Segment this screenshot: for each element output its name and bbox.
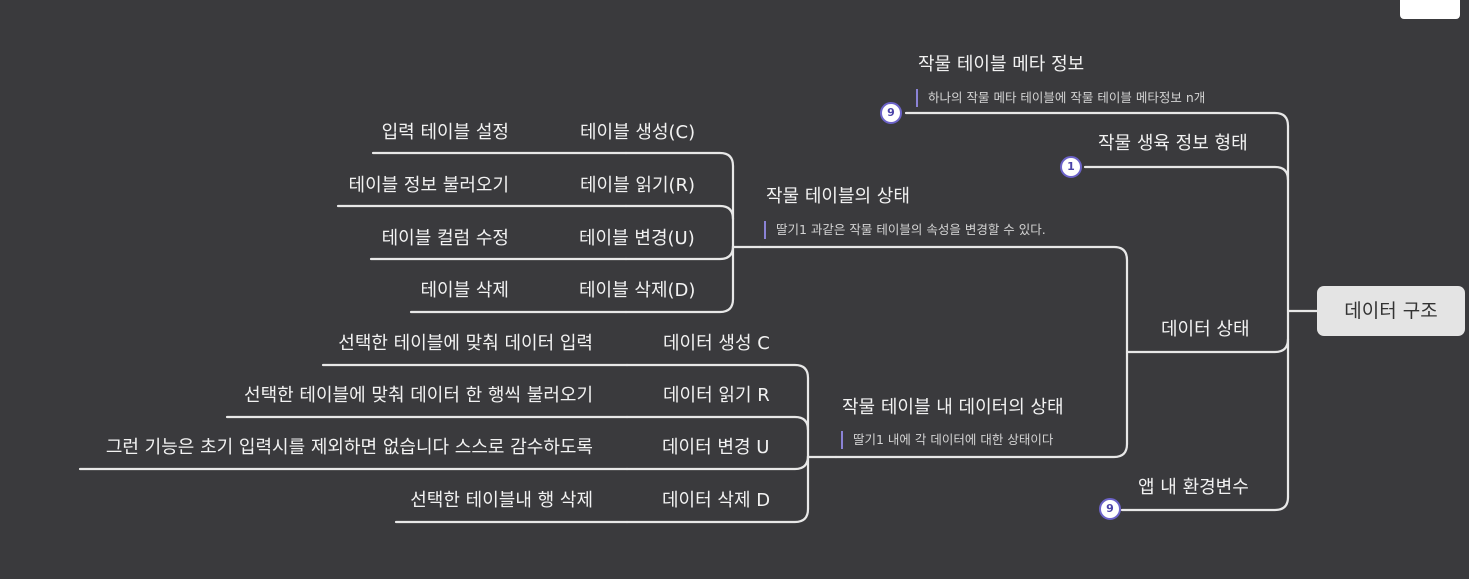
table-op-delete[interactable]: 테이블 삭제(D) (579, 280, 696, 301)
table-op-create[interactable]: 테이블 생성(C) (580, 122, 696, 143)
table-op-delete-detail[interactable]: 테이블 삭제 (420, 280, 509, 301)
data-op-update[interactable]: 데이터 변경 U (662, 437, 770, 458)
data-op-create-detail[interactable]: 선택한 테이블에 맞춰 데이터 입력 (338, 333, 593, 354)
data-op-create[interactable]: 데이터 생성 C (663, 333, 770, 354)
table-op-update[interactable]: 테이블 변경(U) (579, 228, 695, 249)
data-op-read-detail[interactable]: 선택한 테이블에 맞춰 데이터 한 행씩 불러오기 (244, 385, 593, 406)
table-state-topic[interactable]: 작물 테이블의 상태 (766, 186, 910, 207)
growth-topic[interactable]: 작물 생육 정보 형태 (1098, 133, 1248, 154)
env-topic[interactable]: 앱 내 환경변수 (1138, 477, 1249, 498)
table-op-update-detail[interactable]: 테이블 컬럼 수정 (381, 228, 509, 249)
row-data-state-note: 딸기1 내에 각 데이터에 대한 상태이다 (841, 431, 1053, 449)
data-op-delete-detail[interactable]: 선택한 테이블내 행 삭제 (410, 490, 593, 511)
meta-topic[interactable]: 작물 테이블 메타 정보 (918, 54, 1085, 75)
data-state-topic[interactable]: 데이터 상태 (1161, 319, 1250, 340)
root-node[interactable]: 데이터 구조 (1317, 286, 1465, 336)
table-state-note: 딸기1 과같은 작물 테이블의 속성을 변경할 수 있다. (764, 221, 1046, 239)
top-right-panel-edge (1400, 0, 1460, 19)
table-op-create-detail[interactable]: 입력 테이블 설정 (381, 122, 509, 143)
table-op-read[interactable]: 테이블 읽기(R) (580, 175, 696, 196)
growth-count-badge[interactable]: 1 (1060, 156, 1082, 178)
env-count-badge[interactable]: 9 (1099, 498, 1121, 520)
row-data-state-topic[interactable]: 작물 테이블 내 데이터의 상태 (842, 397, 1064, 418)
data-op-read[interactable]: 데이터 읽기 R (663, 385, 770, 406)
data-op-delete[interactable]: 데이터 삭제 D (662, 490, 771, 511)
table-op-read-detail[interactable]: 테이블 정보 불러오기 (348, 175, 509, 196)
meta-count-badge[interactable]: 9 (880, 102, 902, 124)
meta-note: 하나의 작물 메타 테이블에 작물 테이블 메타정보 n개 (916, 89, 1205, 107)
data-op-update-detail[interactable]: 그런 기능은 초기 입력시를 제외하면 없습니다 스스로 감수하도록 (105, 437, 593, 458)
